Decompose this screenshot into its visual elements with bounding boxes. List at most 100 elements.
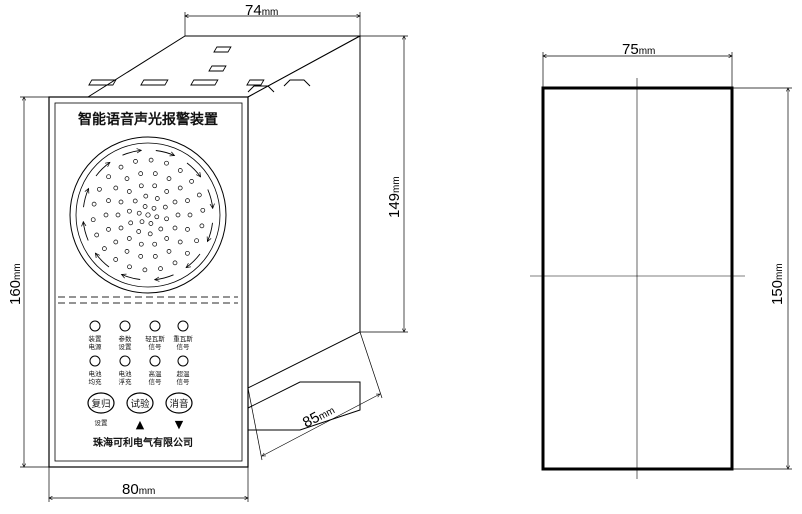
indicator-label: 重瓦斯	[173, 334, 193, 343]
indicator-row-2: 电池 均充 电池 浮充 高温 信号 超温 信号	[89, 355, 191, 386]
terminal-block	[247, 85, 275, 93]
up-arrow-icon: ▲	[136, 418, 145, 431]
grille-arrow	[122, 274, 141, 280]
dim-side-height: 149mm	[386, 176, 403, 218]
grille-hole	[187, 212, 193, 218]
mute-button[interactable]: 消音	[165, 392, 193, 414]
grille-hole	[115, 212, 121, 218]
grille-hole	[91, 201, 97, 207]
grille-hole	[147, 231, 153, 237]
grille-hole	[152, 254, 158, 259]
dim-top-width: 74mm	[245, 2, 278, 19]
dim-front-height: 160mm	[7, 263, 24, 305]
indicator-led	[89, 320, 101, 332]
grille-hole	[158, 226, 164, 232]
grille-hole	[127, 264, 132, 270]
grille-hole	[118, 164, 124, 170]
dimension-lines	[20, 12, 408, 502]
grille-hole	[106, 227, 111, 232]
mute-button-label: 消音	[169, 398, 188, 410]
grille-hole	[90, 217, 96, 223]
grille-hole	[154, 196, 160, 201]
grille-hole	[142, 204, 148, 209]
reset-button-label: 复归	[91, 398, 110, 410]
grille-hole	[126, 236, 132, 241]
grille-hole	[172, 199, 178, 205]
grille-hole	[142, 267, 148, 273]
grille-hole	[145, 212, 151, 218]
grille-hole	[124, 176, 130, 181]
grille-hole	[164, 236, 170, 241]
indicator-led	[119, 355, 131, 367]
cutout-dimension-labels: 75mm 150mm	[622, 41, 786, 305]
grille-hole	[118, 225, 124, 231]
grille-holes	[90, 157, 206, 273]
indicator-label: 浮充	[119, 377, 133, 386]
grille-hole	[94, 232, 100, 238]
indicator-label: 电池	[119, 369, 133, 378]
grille-hole	[175, 212, 181, 218]
grille-hole	[138, 183, 144, 189]
indicator-led	[149, 320, 161, 332]
test-button[interactable]: 试验	[126, 392, 154, 414]
grille-hole	[152, 241, 158, 247]
grille-hole	[139, 219, 145, 225]
grille-hole	[118, 199, 124, 205]
indicator-label: 均充	[89, 377, 103, 386]
grille-hole	[132, 198, 138, 204]
grille-arrows	[83, 150, 212, 279]
cutout-dimension-lines	[543, 52, 792, 469]
grille-hole	[162, 204, 168, 210]
indicator-label: 设置	[119, 342, 133, 351]
grille-arrow	[186, 162, 201, 177]
grille-hole	[102, 246, 107, 251]
grille-arrow	[95, 162, 110, 177]
grille-hole	[113, 239, 119, 245]
front-panel-frame	[48, 96, 249, 468]
grille-hole	[152, 183, 158, 189]
grille-hole	[154, 214, 160, 220]
indicator-label: 电池	[89, 369, 103, 378]
grille-hole	[136, 229, 142, 234]
indicator-label: 装置	[89, 334, 103, 343]
vent-lines	[58, 296, 238, 304]
grille-hole	[138, 171, 144, 176]
grille-hole	[185, 198, 190, 203]
grille-hole	[189, 179, 194, 184]
dim-cutout-width: 75mm	[622, 41, 655, 58]
grille-hole	[128, 220, 134, 226]
dim-front-width: 80mm	[122, 481, 155, 498]
down-arrow-icon: ▼	[175, 418, 184, 431]
grille-arrow	[207, 222, 213, 242]
grille-hole	[151, 205, 157, 211]
reset-button-sub: 设置	[95, 418, 109, 427]
grille-hole	[158, 266, 163, 271]
grille-arrow	[186, 253, 201, 268]
grille-arrow	[95, 253, 110, 268]
grille-hole	[106, 198, 111, 203]
indicator-label: 超温	[177, 369, 191, 378]
grille-hole	[177, 239, 183, 245]
indicator-label: 轻瓦斯	[145, 334, 165, 343]
grille-hole	[164, 216, 169, 222]
top-slot	[213, 46, 232, 53]
grille-hole	[177, 185, 183, 191]
indicator-row-1: 装置 电源 参数 设置 轻瓦斯 信号 重瓦斯 信号	[89, 320, 193, 351]
top-slot	[140, 79, 169, 86]
manufacturer-name: 珠海可利电气有限公司	[93, 436, 193, 449]
grille-hole	[103, 212, 109, 218]
indicator-led	[119, 320, 131, 332]
grille-hole	[166, 249, 172, 254]
grille-hole	[172, 260, 178, 266]
cutout-rectangle	[541, 86, 734, 471]
test-button-label: 试验	[130, 398, 150, 410]
grille-hole	[136, 210, 142, 216]
grille-hole	[97, 186, 102, 192]
top-slot	[246, 79, 265, 86]
device-title: 智能语音声光报警装置	[77, 111, 218, 128]
reset-button[interactable]: 复归	[87, 392, 115, 414]
grille-hole	[164, 189, 170, 194]
panel-cutout	[530, 78, 745, 479]
grille-hole	[166, 176, 172, 181]
top-slot	[208, 65, 227, 72]
